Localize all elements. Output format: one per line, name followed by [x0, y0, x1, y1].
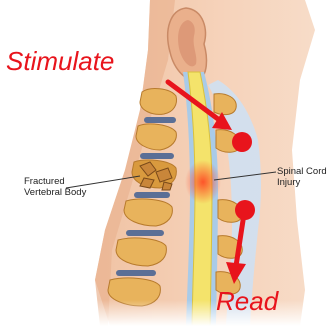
fractured-label-line1: Fractured [24, 176, 86, 187]
fractured-label-line2: Vertebral Body [24, 187, 86, 198]
bottom-fade [0, 300, 329, 326]
stimulate-label: Stimulate [6, 46, 114, 77]
spinal-label-line2: Injury [277, 177, 327, 188]
spinal-label-line1: Spinal Cord [277, 166, 327, 177]
fractured-vertebral-body-label: Fractured Vertebral Body [24, 176, 86, 198]
injury-glow [185, 160, 221, 204]
read-label: Read [216, 286, 278, 317]
spinal-cord-injury-label: Spinal Cord Injury [277, 166, 327, 188]
stimulate-electrode-dot [232, 132, 252, 152]
